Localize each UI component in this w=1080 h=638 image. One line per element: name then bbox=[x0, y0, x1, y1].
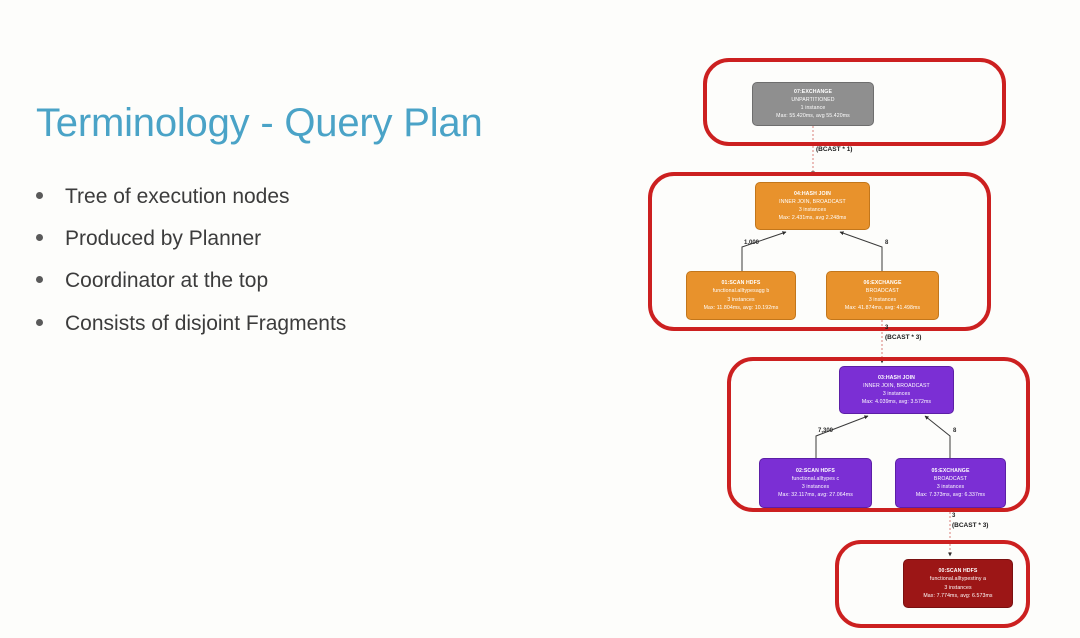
bullet-dot-icon bbox=[36, 318, 43, 326]
node-subtitle: UNPARTITIONED bbox=[791, 96, 835, 103]
node-instances: 3 instances bbox=[936, 484, 965, 490]
fragment-outline-scan-00 bbox=[835, 540, 1030, 628]
node-title: 07:EXCHANGE bbox=[794, 88, 832, 95]
node-subtitle: INNER JOIN, BROADCAST bbox=[863, 382, 930, 389]
node-title: 03:HASH JOIN bbox=[878, 374, 915, 381]
edge-label-hashjoin2-left: 7,300 bbox=[818, 428, 834, 434]
bcast-label-top: (BCAST * 1) bbox=[816, 146, 853, 153]
node-subtitle: functional.alltypestiny a bbox=[929, 576, 987, 583]
list-item: Produced by Planner bbox=[36, 226, 596, 251]
plan-node-01-scan-hdfs[interactable]: 01:SCAN HDFS functional.alltypesagg b 3 … bbox=[686, 271, 796, 320]
node-instances: 3 instances bbox=[798, 207, 827, 213]
page-title: Terminology - Query Plan bbox=[36, 101, 483, 145]
bcast-label-middle: (BCAST * 3) bbox=[885, 334, 922, 341]
bcast-count-bottom: 3 bbox=[952, 513, 956, 519]
node-instances: 3 instances bbox=[801, 484, 830, 490]
node-instances: 1 instance bbox=[800, 105, 826, 111]
node-subtitle: BROADCAST bbox=[933, 475, 968, 482]
node-timing: Max: 11.804ms, avg: 10.192ms bbox=[703, 304, 779, 311]
node-timing: Max: 2.431ms, avg 2.248ms bbox=[778, 215, 847, 222]
edge-label-hashjoin-left: 1,000 bbox=[744, 240, 760, 246]
bullet-dot-icon bbox=[36, 234, 43, 242]
edge-label-hashjoin-right: 8 bbox=[885, 240, 889, 246]
list-item: Coordinator at the top bbox=[36, 268, 596, 293]
bullet-dot-icon bbox=[36, 276, 43, 284]
plan-node-05-exchange[interactable]: 05:EXCHANGE BROADCAST 3 instances Max: 7… bbox=[895, 458, 1006, 508]
node-title: 01:SCAN HDFS bbox=[721, 280, 761, 287]
node-timing: Max: 7.373ms, avg: 6.337ms bbox=[915, 492, 986, 499]
node-timing: Max: 55.420ms, avg 55.420ms bbox=[776, 113, 850, 120]
bullet-dot-icon bbox=[36, 192, 43, 199]
node-timing: Max: 7.774ms, avg: 6.573ms bbox=[923, 592, 993, 599]
bullet-text: Coordinator at the top bbox=[65, 269, 269, 293]
node-title: 06:EXCHANGE bbox=[863, 280, 902, 287]
node-title: 00:SCAN HDFS bbox=[938, 568, 978, 575]
node-subtitle: BROADCAST bbox=[865, 288, 900, 295]
plan-node-04-hash-join[interactable]: 04:HASH JOIN INNER JOIN, BROADCAST 3 ins… bbox=[755, 182, 870, 230]
bullet-list: Tree of execution nodes Produced by Plan… bbox=[36, 184, 596, 336]
fragment-outline-coordinator bbox=[703, 58, 1006, 146]
node-timing: Max: 32.117ms, avg: 27.064ms bbox=[778, 492, 853, 499]
node-timing: Max: 41.874ms, avg: 41.498ms bbox=[844, 304, 921, 311]
plan-node-03-hash-join[interactable]: 03:HASH JOIN INNER JOIN, BROADCAST 3 ins… bbox=[839, 366, 954, 414]
node-title: 02:SCAN HDFS bbox=[796, 467, 835, 474]
fragment-outline-hashjoin-03 bbox=[727, 357, 1030, 512]
node-title: 05:EXCHANGE bbox=[931, 467, 970, 474]
plan-node-02-scan-hdfs[interactable]: 02:SCAN HDFS functional.alltypes c 3 ins… bbox=[759, 458, 872, 508]
bcast-label-bottom: (BCAST * 3) bbox=[952, 522, 989, 529]
list-item: Consists of disjoint Fragments bbox=[36, 311, 596, 336]
node-instances: 3 instances bbox=[882, 391, 911, 397]
plan-node-00-scan-hdfs[interactable]: 00:SCAN HDFS functional.alltypestiny a 3… bbox=[903, 559, 1013, 608]
node-subtitle: functional.alltypes c bbox=[791, 475, 840, 482]
list-item: Tree of execution nodes bbox=[36, 184, 596, 209]
node-subtitle: functional.alltypesagg b bbox=[712, 288, 770, 295]
plan-node-07-exchange[interactable]: 07:EXCHANGE UNPARTITIONED 1 instance Max… bbox=[752, 82, 874, 126]
node-instances: 3 instances bbox=[868, 296, 897, 303]
query-plan-diagram: 07:EXCHANGE UNPARTITIONED 1 instance Max… bbox=[620, 0, 1080, 638]
node-title: 04:HASH JOIN bbox=[794, 190, 831, 197]
bullet-text: Produced by Planner bbox=[65, 227, 262, 251]
bullet-text: Tree of execution nodes bbox=[65, 185, 290, 208]
bcast-count-middle: 3 bbox=[885, 325, 889, 331]
node-subtitle: INNER JOIN, BROADCAST bbox=[779, 198, 846, 205]
fragment-outline-hashjoin-04 bbox=[648, 172, 991, 331]
edge-label-hashjoin2-right: 8 bbox=[953, 428, 957, 434]
node-instances: 3 instances bbox=[727, 296, 755, 303]
node-instances: 3 instances bbox=[944, 584, 972, 591]
node-timing: Max: 4.039ms, avg: 3.572ms bbox=[861, 399, 932, 406]
bullet-text: Consists of disjoint Fragments bbox=[65, 311, 347, 335]
slide-content-column: Terminology - Query Plan Tree of executi… bbox=[36, 100, 596, 353]
plan-node-06-exchange[interactable]: 06:EXCHANGE BROADCAST 3 instances Max: 4… bbox=[826, 271, 939, 320]
